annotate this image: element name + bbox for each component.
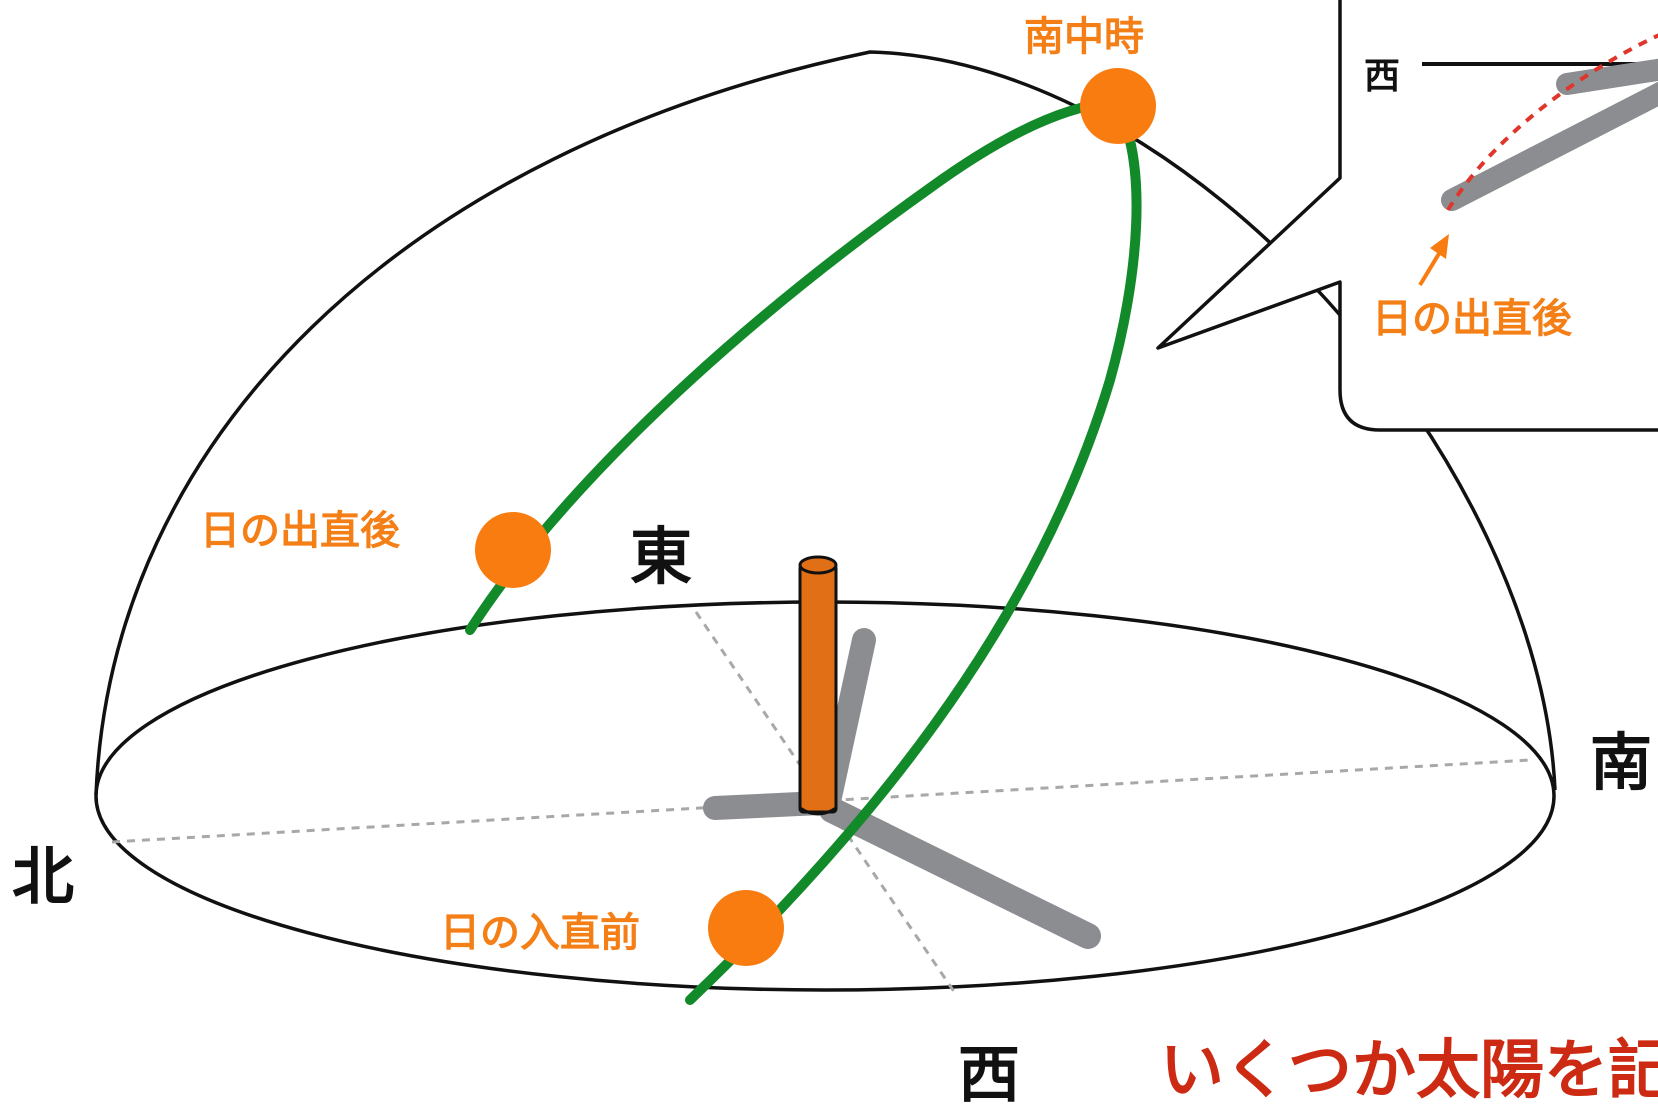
callout-arrow-head xyxy=(1430,234,1449,259)
callout-shadow-upper xyxy=(1556,58,1658,95)
callout-sunrise-label: 日の出直後 xyxy=(1372,296,1573,342)
callout-shadow-lower xyxy=(1441,81,1658,211)
shadow-morning xyxy=(819,797,1101,949)
direction-south: 南 xyxy=(1590,726,1652,799)
callout-sun-trajectory xyxy=(1446,33,1658,212)
direction-east: 東 xyxy=(630,520,692,593)
sunrise-label: 日の出直後 xyxy=(200,508,401,554)
sun-marker-noon xyxy=(1080,68,1156,144)
direction-north: 北 xyxy=(12,840,74,913)
direction-west: 西 xyxy=(958,1038,1020,1106)
gnomon-stick xyxy=(798,555,838,816)
sunset-label: 日の入直前 xyxy=(440,910,640,956)
noon-label: 南中時 xyxy=(1024,14,1144,60)
zoom-callout: 西 日の出直後 xyxy=(1156,0,1658,432)
bottom-caption: いくつか太陽を記 xyxy=(1160,1034,1658,1106)
callout-panel xyxy=(1156,0,1658,432)
sun-marker-sunrise xyxy=(475,512,551,588)
callout-west-label: 西 xyxy=(1364,56,1400,97)
sun-path xyxy=(465,96,1142,1005)
sun-marker-sunset xyxy=(708,890,784,966)
dome-outline xyxy=(94,50,1557,796)
